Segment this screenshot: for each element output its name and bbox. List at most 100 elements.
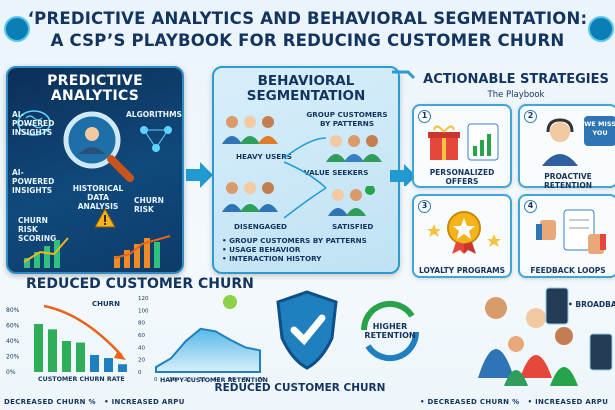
retention-x-tick: 20 [184,377,191,383]
churn-bar [104,358,113,372]
predictive-mini-chart [23,235,171,268]
group-customers-label: GROUP CUSTOMERS BY PATTERNS [306,110,388,128]
algorithm-network-icon [140,126,172,152]
card-number: 4 [524,200,537,213]
loyalty-badge-icon [427,211,501,254]
mini-bar [124,250,130,268]
behavioral-title: BEHAVIORAL SEGMENTATION [246,73,366,104]
flow-arrow-1 [186,162,213,188]
churn-y-tick: 40% [6,338,20,345]
churn-arrow-head [114,350,126,360]
retention-cycle-icon [360,300,420,362]
churn-bar-chart: CHURN 0% 20% 40% 60% 80% [6,300,127,376]
satisfied-group-icon [328,186,375,216]
ticker-right: • DECREASED CHURN % • INCREASED ARPU [420,398,609,406]
retention-y-tick: 0 [138,370,142,376]
card-number: 2 [524,110,537,123]
title-line-1: ‘PREDICTIVE ANALYTICS AND BEHAVIORAL SEG… [27,9,588,28]
bullet-item: • INTERACTION HISTORY [222,254,322,263]
retention-y-tick: 100 [138,308,149,314]
behavioral-segmentation-panel: BEHAVIORAL SEGMENTATION HEAVY USERS GROU… [212,66,400,274]
churn-bar [118,364,127,372]
retention-x-tick: 70 [258,377,264,383]
bullet-item: • USAGE BEHAVIOR [222,245,301,254]
ai-insights-label-1: AI-POWERED INSIGHTS [12,110,55,137]
retention-y-tick: 120 [138,296,149,302]
churn-bar [48,329,57,372]
card-number: 3 [418,200,431,213]
retention-label: HAPPY CUSTOMER RETENTION [160,377,268,384]
card-label: FEEDBACK LOOPS [530,266,606,275]
churn-y-tick: 60% [6,323,20,330]
disengaged-label: DISENGAGED [234,222,287,231]
card-label: PERSONALIZED OFFERS [429,168,495,186]
reduced-churn-footer: REDUCED CUSTOMER CHURN [214,382,386,394]
magnifier-person-icon [63,111,134,182]
strategy-card-proactive-retention[interactable]: 2 WE MISS YOU PROACTIVE RETENTION [518,104,615,190]
retention-x-tick: 10 [169,377,176,383]
strategies-title: ACTIONABLE STRATEGIES [423,72,609,87]
retention-x-tick: 30 [199,377,206,383]
churn-trend-arrow [43,304,123,357]
card-label: LOYALTY PROGRAMS [418,266,506,275]
support-agent-icon [542,118,578,166]
churn-bar [90,354,99,372]
predictive-analytics-panel: PREDICTIVE ANALYTICS AI-POWERED INSIGHTS… [6,66,184,274]
retention-x-tick: 0 [154,377,158,383]
happy-family-illustration [478,287,613,386]
mini-bar [134,244,140,268]
bullet-item: • GROUP CUSTOMERS BY PATTERNS [222,236,367,245]
shield-check-icon [276,290,338,370]
thumbs-feedback-icon [536,209,606,254]
churn-bar [76,342,85,372]
retention-y-tick: 20 [138,358,145,364]
card-label: PROACTIVE RETENTION [544,172,592,190]
mini-bar [54,240,60,268]
brain-icon [17,110,51,136]
behavioral-bullets: • GROUP CUSTOMERS BY PATTERNS • USAGE BE… [222,236,392,263]
mini-bar [154,242,160,268]
strategy-card-personalized-offers[interactable]: 1 PERSONALIZED OFFERS [412,104,512,188]
value-seekers-label: VALUE SEEKERS [304,168,369,177]
disengaged-group-icon [222,182,278,212]
churn-bar [62,341,71,372]
churn-bar [34,323,43,372]
we-miss-you-bubble: WE MISS YOU [584,116,615,146]
retention-area [155,327,261,373]
predictive-title: PREDICTIVE ANALYTICS [47,73,143,104]
retention-y-tick: 80 [138,321,145,327]
mini-bar [144,238,150,268]
heavy-users-label: HEAVY USERS [236,152,292,161]
churn-risk-label: CHURN RISK [134,196,164,214]
retention-y-tick: 60 [138,333,145,339]
retention-y-tick: 40 [138,345,145,351]
churn-y-tick: 0% [6,369,16,376]
mini-bar [114,256,120,268]
strategies-subtitle: The Playbook [487,90,545,100]
churn-y-tick: 20% [6,354,20,361]
title-line-2: A CSP’S PLAYBOOK FOR REDUCING CUSTOMER C… [50,31,565,50]
churn-risk-scoring-label: CHURN RISK SCORING [18,216,57,243]
people-group-icon [222,116,278,144]
algorithms-label: ALGORITHMS [126,110,182,119]
gift-icon [428,123,499,161]
value-seekers-icon [326,135,382,162]
churn-chart-title: CHURN [92,300,120,308]
retention-x-tick: 40 [213,377,220,383]
segment-arrows [283,137,327,219]
broadband-label: • BROADBA [568,300,615,309]
historical-data-label: HISTORICAL DATA ANALYSIS [72,184,124,211]
churn-rate-label: CUSTOMER CHURN RATE [38,376,125,383]
strategy-card-feedback-loops[interactable]: 4 FEEDBACK LOOPS [518,194,615,278]
churn-y-tick: 80% [6,307,20,314]
strategy-card-loyalty-programs[interactable]: 3 LOYALTY PROGRAMS [412,194,512,278]
warning-icon [94,208,116,228]
mini-bar [44,246,50,268]
mini-bar [34,252,40,268]
mini-trend-line [23,237,69,263]
page-title: ‘PREDICTIVE ANALYTICS AND BEHAVIORAL SEG… [20,8,595,52]
network-icon-right [588,16,614,42]
network-icon [4,16,30,42]
retention-x-tick: 50 [228,377,235,383]
reduced-churn-title: REDUCED CUSTOMER CHURN [26,276,254,292]
